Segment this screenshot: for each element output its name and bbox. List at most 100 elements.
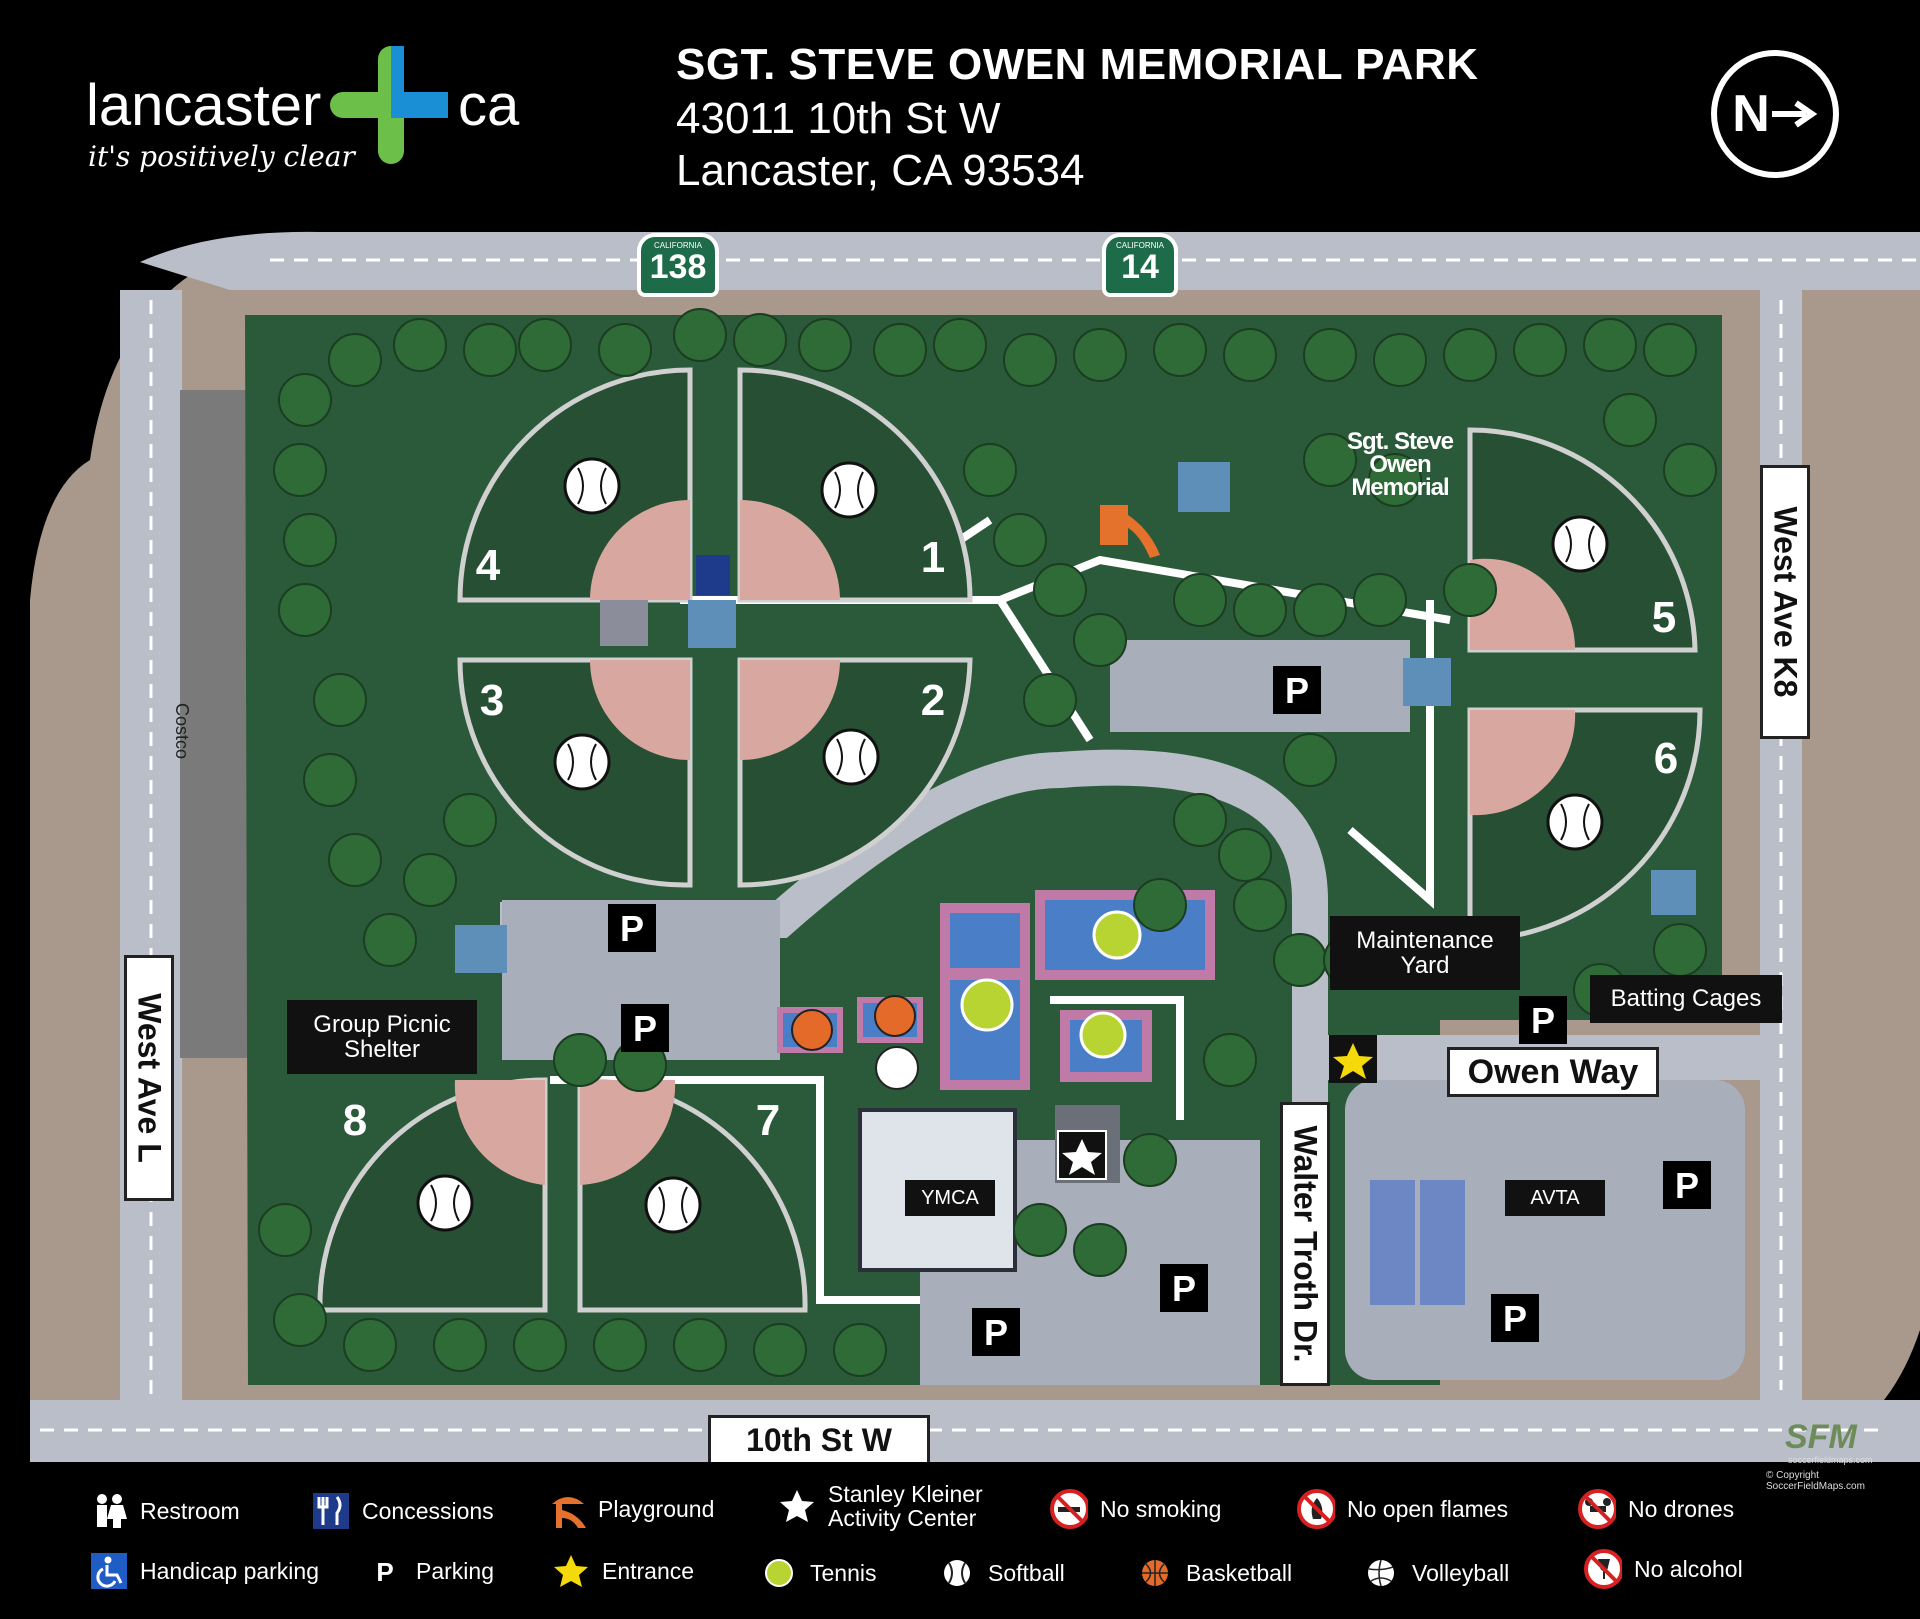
concessions-icon <box>312 1492 350 1530</box>
field-number-6: 6 <box>1654 734 1678 783</box>
avta-building-1 <box>1370 1180 1415 1305</box>
costco-label: Costco <box>172 703 192 760</box>
tennis-court-1 <box>940 903 1030 978</box>
tennis-ball-icon <box>760 1554 798 1592</box>
memorial-label: Sgt. Steve Owen Memorial <box>1346 428 1454 501</box>
playground-icon <box>1100 505 1160 558</box>
field-number-2: 2 <box>921 676 945 725</box>
parking-lot-north <box>1110 640 1410 732</box>
svg-text:P: P <box>1531 1000 1555 1041</box>
shield-number-138: 138 <box>649 248 707 286</box>
parking-signs: P P P P P P P P <box>608 666 1711 1356</box>
credit-site: soccerfieldmaps.com <box>1788 1455 1873 1465</box>
field-number-5: 5 <box>1652 593 1676 642</box>
address-line-2: Lancaster, CA 93534 <box>676 146 1085 195</box>
legend-item-basketball: Basketball <box>1136 1554 1292 1592</box>
shield-state-138: CALIFORNIA <box>653 241 702 250</box>
legend-item-parking: P Parking <box>366 1552 494 1590</box>
north-arrow-compass: N <box>1711 50 1839 178</box>
no-smoking-icon <box>1050 1489 1088 1529</box>
svg-text:P: P <box>376 1557 393 1587</box>
parking-sign-1: P <box>608 904 656 952</box>
legend-item-activity-center: Stanley Kleiner Activity Center <box>778 1482 988 1530</box>
legend-item-handicap-parking: Handicap parking <box>90 1552 319 1590</box>
svg-text:P: P <box>633 1008 657 1049</box>
shield-number-14: 14 <box>1121 248 1159 286</box>
field-number-8: 8 <box>343 1096 367 1145</box>
parking-sign-6: P <box>972 1308 1020 1356</box>
field-number-3: 3 <box>480 676 504 725</box>
map-legend: Restroom Concessions Playground Stanley … <box>0 1462 1920 1619</box>
legend-item-restroom: Restroom <box>90 1492 240 1530</box>
legend-item-no-alcohol: No alcohol <box>1584 1549 1743 1589</box>
parking-icon: P <box>366 1552 404 1590</box>
svg-text:P: P <box>620 908 644 949</box>
handicap-icon <box>90 1552 128 1590</box>
field-number-4: 4 <box>476 541 501 590</box>
sfm-brand-logo: SFM <box>1785 1418 1857 1456</box>
no-alcohol-icon <box>1584 1549 1622 1589</box>
road-label-west-ave-k8: West Ave K8 <box>1760 465 1810 739</box>
svg-text:P: P <box>1172 1268 1196 1309</box>
credit-copyright: © Copyright SoccerFieldMaps.com <box>1766 1470 1865 1492</box>
softball-marker-7 <box>416 1174 474 1232</box>
field-numbers: 1 2 3 4 5 6 7 8 <box>343 533 1678 1145</box>
parking-sign-8: P <box>1491 1294 1539 1342</box>
logo-text-ca: ca <box>458 73 520 138</box>
avta-label: AVTA <box>1505 1180 1605 1216</box>
legend-item-tennis: Tennis <box>760 1554 876 1592</box>
svg-text:P: P <box>984 1312 1008 1353</box>
parking-sign-4: P <box>1519 996 1567 1044</box>
logo-tagline: it's positively clear <box>88 140 355 173</box>
highway-shield-138: CALIFORNIA 138 <box>637 233 719 297</box>
parking-sign-7: P <box>1663 1161 1711 1209</box>
softball-marker-5 <box>1551 515 1609 573</box>
legend-item-no-smoking: No smoking <box>1050 1489 1221 1529</box>
softball-marker-2 <box>820 461 878 519</box>
softball-marker-1 <box>563 457 621 515</box>
compass-letter: N <box>1732 85 1770 143</box>
road-highway-top <box>140 231 1920 290</box>
legend-item-no-open-flames: No open flames <box>1297 1489 1508 1529</box>
ymca-label: YMCA <box>905 1180 995 1216</box>
softball-markers <box>416 457 1609 1234</box>
no-flames-icon <box>1297 1489 1335 1529</box>
no-drones-icon <box>1578 1489 1616 1529</box>
restroom-icon <box>90 1492 128 1530</box>
svg-text:P: P <box>1503 1298 1527 1339</box>
header: lancaster ca it's positively clear SGT. … <box>0 0 1920 230</box>
star-icon <box>778 1487 816 1525</box>
entrance-marker <box>1329 1035 1377 1083</box>
park-map: 1 2 3 4 5 6 7 8 P P P P P P P P <box>30 231 1920 1462</box>
entrance-star-icon <box>552 1552 590 1590</box>
concession-stand <box>600 600 648 646</box>
group-picnic-shelter-label: Group Picnic Shelter <box>287 1000 477 1074</box>
legend-item-volleyball: Volleyball <box>1362 1554 1509 1592</box>
arrow-right-icon <box>1771 100 1818 128</box>
legend-item-entrance: Entrance <box>552 1552 694 1590</box>
lancaster-plus-logo-icon <box>330 46 448 164</box>
volleyball-marker <box>875 1046 919 1090</box>
logo-text-lancaster: lancaster <box>86 73 322 138</box>
batting-cages-label: Batting Cages <box>1590 975 1782 1023</box>
softball-marker-8 <box>644 1176 702 1234</box>
main-loop-drive <box>500 749 1328 1385</box>
playground-icon <box>548 1490 586 1528</box>
legend-item-softball: Softball <box>938 1554 1065 1592</box>
svg-text:P: P <box>1675 1165 1699 1206</box>
basketball-icon <box>1136 1554 1174 1592</box>
softball-marker-3 <box>553 733 611 791</box>
legend-item-no-drones: No drones <box>1578 1489 1734 1529</box>
maintenance-yard-label: Maintenance Yard <box>1330 916 1520 990</box>
softball-marker-6 <box>1546 793 1604 851</box>
restroom-buildings <box>455 462 1696 973</box>
softball-marker-4 <box>822 728 880 786</box>
volleyball-icon <box>1362 1554 1400 1592</box>
shield-state-14: CALIFORNIA <box>1115 241 1164 250</box>
road-label-walter-troth: Walter Troth Dr. <box>1280 1102 1330 1386</box>
basketball-markers <box>791 995 916 1051</box>
field-number-1: 1 <box>921 533 945 582</box>
parking-sign-3: P <box>1273 666 1321 714</box>
tennis-ball-markers <box>960 910 1142 1059</box>
legend-item-concessions: Concessions <box>312 1492 494 1530</box>
